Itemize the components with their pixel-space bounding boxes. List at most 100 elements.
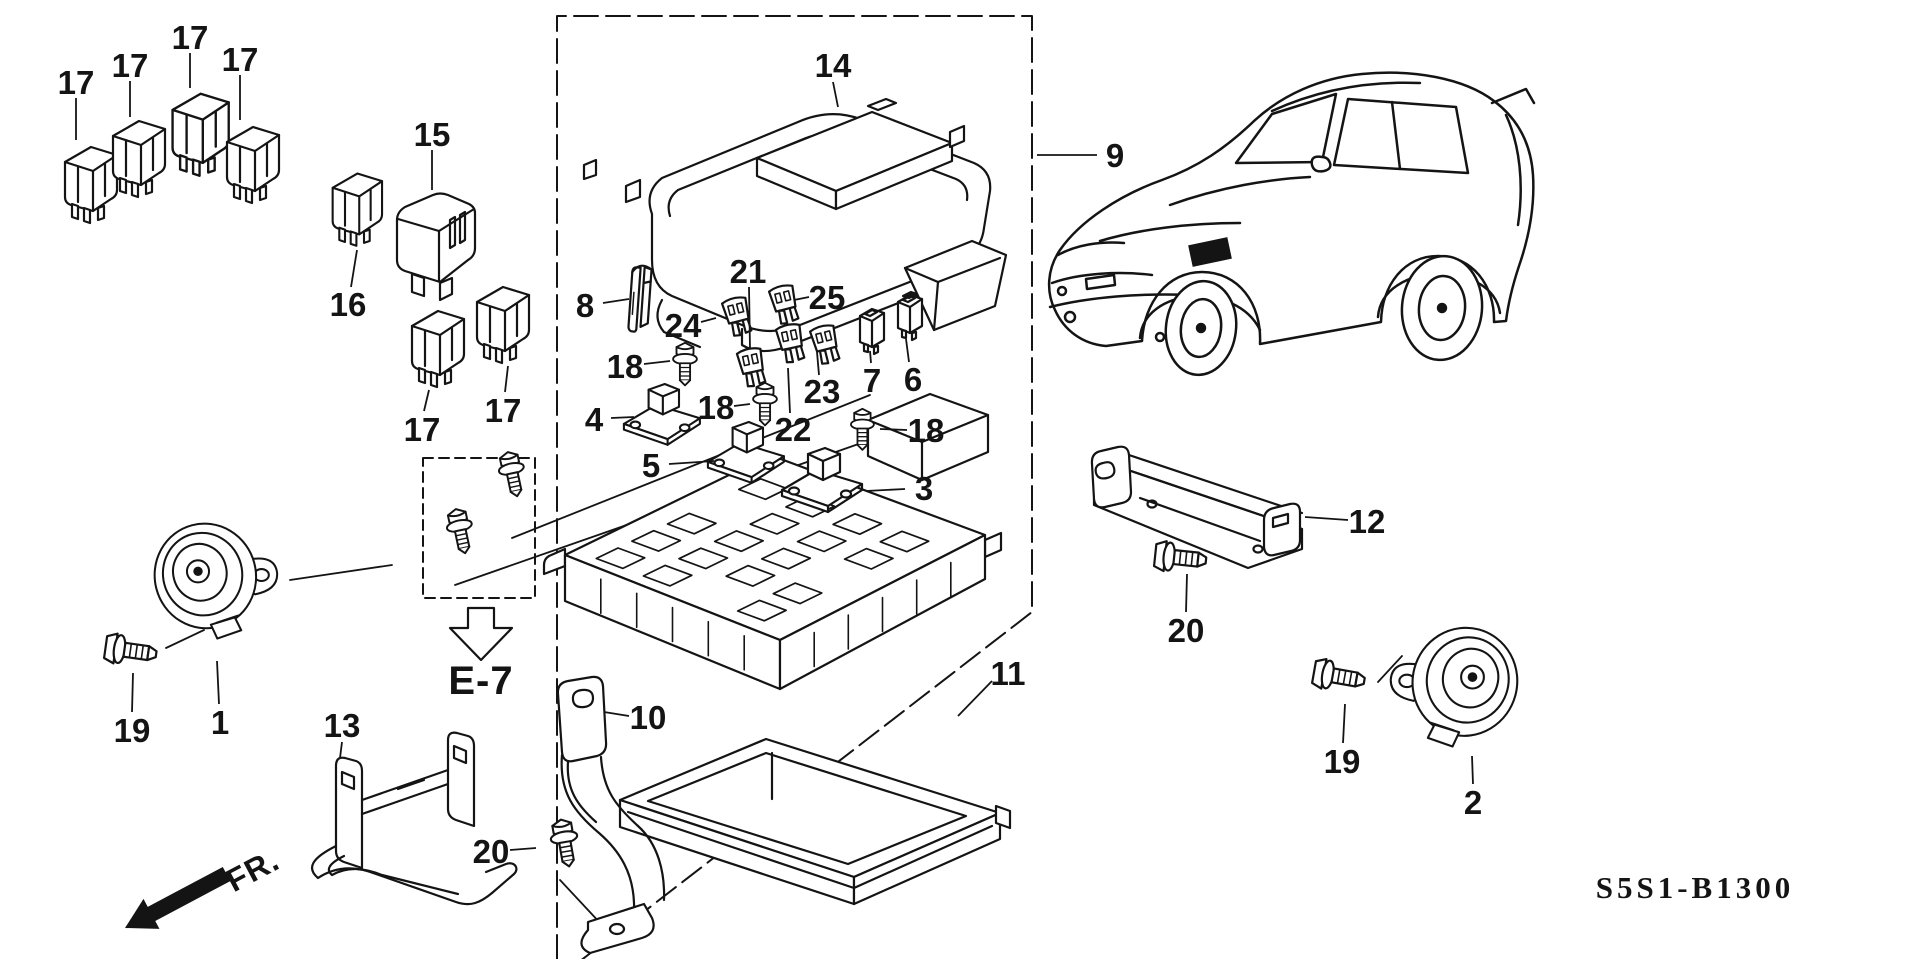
case-step xyxy=(866,392,990,482)
car-mirror xyxy=(1310,155,1332,173)
bracket12-right-tab xyxy=(1262,502,1302,557)
callout-leader-19 xyxy=(131,672,134,713)
car-roof-line xyxy=(1270,81,1422,113)
relay-block-slot xyxy=(678,547,729,570)
block-wall-ribs xyxy=(599,561,952,671)
bracket13-rail xyxy=(396,778,426,791)
bracket13-foot-inner xyxy=(327,854,460,896)
bracket-12 xyxy=(1090,445,1304,570)
relay-block-slot xyxy=(879,530,930,553)
bolt-19 xyxy=(102,631,160,671)
callout-leader-4 xyxy=(610,416,635,419)
callout-leader-20 xyxy=(509,847,537,851)
bolt-e7 xyxy=(494,448,531,500)
car-pillar-line xyxy=(1390,100,1402,171)
relay-17 xyxy=(475,285,531,365)
callout-19: 19 xyxy=(114,712,151,749)
car-detail-dot xyxy=(1056,285,1068,297)
block-ear xyxy=(983,531,1003,559)
relay-17 xyxy=(171,92,230,177)
bracket10-slot xyxy=(571,688,595,709)
callout-19: 19 xyxy=(1324,743,1361,780)
bracket12-rail xyxy=(1127,453,1304,515)
relay-block-slot xyxy=(832,512,883,536)
callout-14: 14 xyxy=(815,47,852,84)
bracket12-rail xyxy=(1138,496,1262,543)
callout-leader-20 xyxy=(1185,573,1188,613)
callout-leader-14 xyxy=(832,81,839,108)
car-cowl-line xyxy=(1098,221,1242,243)
bolt-18 xyxy=(752,381,778,427)
callout-4: 4 xyxy=(585,401,604,438)
fuse-box-cover xyxy=(582,97,1008,482)
relay-17 xyxy=(410,309,466,389)
e7-down-arrow xyxy=(448,606,514,662)
callout-leader-11 xyxy=(957,680,993,717)
relay-block-slot xyxy=(666,512,717,535)
bolt-e7 xyxy=(442,505,479,557)
bracket13-foot xyxy=(310,844,518,906)
callout-25: 25 xyxy=(809,279,846,316)
callout-leader-18 xyxy=(879,428,908,431)
bracket10-neck xyxy=(599,755,666,902)
car-headlight-line xyxy=(1056,241,1126,257)
relay-block-slot xyxy=(772,582,823,605)
bolt-18 xyxy=(672,341,698,387)
bracket13-slot xyxy=(452,744,468,765)
assembly-line xyxy=(165,629,205,649)
bracket12-hole xyxy=(1146,499,1158,509)
callout-17: 17 xyxy=(485,392,522,429)
callout-17: 17 xyxy=(404,411,441,448)
callout-leader-7 xyxy=(869,350,872,364)
relay-block-slot xyxy=(713,530,764,553)
callout-9: 9 xyxy=(1106,137,1124,174)
bracket-relay-4 xyxy=(622,382,701,446)
relay-16 xyxy=(331,172,384,247)
relay-block-slot xyxy=(595,547,646,570)
cover-clip xyxy=(866,97,898,112)
callout-leader-1 xyxy=(216,660,220,705)
mini-relay-6 xyxy=(896,293,924,342)
mini-relay-6-slot xyxy=(901,290,919,300)
callout-20: 20 xyxy=(1168,612,1205,649)
car-hood-line xyxy=(1168,175,1312,207)
callout-10: 10 xyxy=(630,699,667,736)
callout-leader-3 xyxy=(865,488,906,492)
callout-17: 17 xyxy=(58,64,95,101)
relay-block-slot xyxy=(749,512,800,535)
bracket13-rail xyxy=(360,768,450,802)
relay-block xyxy=(542,453,1003,691)
horn-2 xyxy=(1389,614,1531,749)
callout-leader-12 xyxy=(1304,516,1349,521)
cover11-inner-rim xyxy=(646,751,968,866)
callout-20: 20 xyxy=(473,833,510,870)
cover11-tab xyxy=(994,804,1012,830)
callout-8: 8 xyxy=(576,287,594,324)
car-front-hub xyxy=(1195,322,1207,334)
callout-15: 15 xyxy=(414,116,451,153)
callout-leader-21 xyxy=(748,286,751,350)
mini-relay-7 xyxy=(858,307,886,356)
cover-side-stack xyxy=(903,239,1008,332)
car-illustration xyxy=(1047,71,1536,377)
callout-3: 3 xyxy=(915,470,933,507)
callout-leader-2 xyxy=(1471,755,1474,785)
callout-leader-13 xyxy=(339,741,343,759)
callout-17: 17 xyxy=(172,19,209,56)
bracket12-slot xyxy=(1271,512,1290,529)
car-unit-location-marker xyxy=(1188,237,1232,267)
callout-leader-25 xyxy=(793,296,810,301)
car-rear-hub xyxy=(1436,302,1448,314)
horn-1 xyxy=(141,511,279,641)
assembly-line xyxy=(1377,655,1403,683)
callout-21: 21 xyxy=(730,253,767,290)
callout-17: 17 xyxy=(222,41,259,78)
callout-leader-8 xyxy=(602,298,630,304)
callout-6: 6 xyxy=(904,361,922,398)
bolt-20 xyxy=(546,816,584,870)
bracket13-slot xyxy=(340,770,356,791)
bracket-13 xyxy=(310,731,518,906)
assembly-line xyxy=(289,564,393,581)
